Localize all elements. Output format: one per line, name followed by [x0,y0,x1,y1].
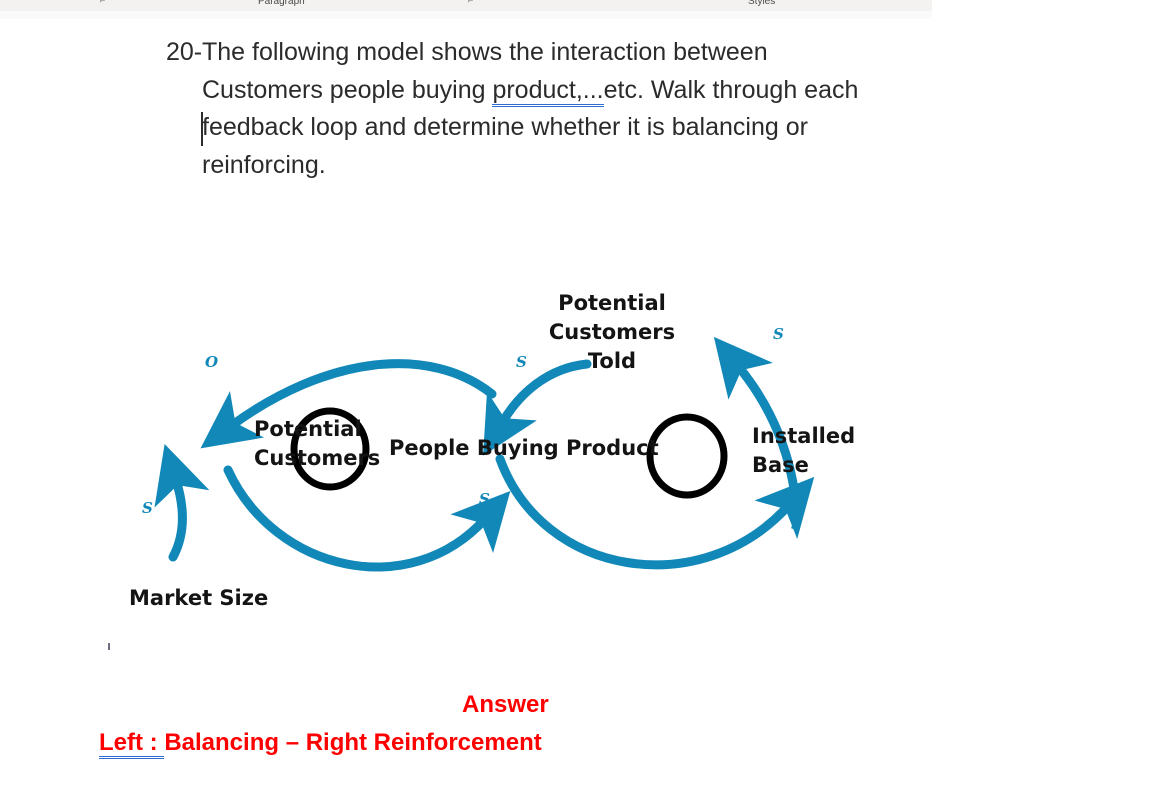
link-potential-customers-to-buying [223,465,511,572]
node-label-market-size: Market Size [129,586,268,610]
answer-verdict-text: Balancing – Right Reinforcement [164,729,542,756]
ribbon-shadow-strip [0,11,932,19]
ribbon-group-label-styles: Styles [748,0,776,7]
node-label-installed-base-line1: Installed [752,424,855,448]
question-line-2: Customers people buying product,...etc. … [202,72,862,110]
polarity-marker-s-potential-to-buying: S [479,490,490,508]
node-label-people-buying-product: People Buying Product [389,436,659,460]
right-loop-circle-marker [646,413,728,499]
node-label-potential-customers-told-line3: Told [588,349,636,373]
styles-dialog-launcher-icon[interactable]: ⌐ [468,0,474,5]
node-label-potential-customers-told-line1: Potential [558,291,666,315]
question-line-1: The following model shows the interactio… [202,38,768,66]
polarity-marker-s-buying-to-told: S [516,353,527,371]
paragraph-dialog-launcher-icon[interactable]: ⌐ [100,0,106,5]
node-label-potential-customers-told-line2: Customers [549,320,675,344]
node-label-potential-customers-line1: Potential [254,417,362,441]
text-insertion-caret [201,112,203,146]
answer-heading: Answer [462,691,549,718]
question-number: 20- [166,38,203,66]
question-line-2-text: Customers people buying [202,75,493,104]
question-line-4: reinforcing. [202,150,326,179]
question-text-body: The following model shows the interactio… [202,34,862,184]
ribbon-group-label-paragraph: Paragraph [258,0,305,7]
node-label-potential-customers-line2: Customers [254,446,380,470]
polarity-marker-s-market-size: S [142,499,153,517]
question-line-3: feedback loop and determine whether it i… [202,113,808,141]
causal-loop-diagram-image[interactable]: Potential Customers Market Size People B… [100,227,860,637]
link-market-size-to-potential-customers [154,443,210,562]
question-line-2-tail: etc. Walk through each [603,75,859,104]
grammar-flagged-product[interactable]: product,... [492,75,604,107]
left-loop-circle-marker [290,407,370,491]
polarity-marker-o-left: O [205,353,218,371]
answer-verdict-line: Left : Balancing – Right Reinforcement [99,729,542,759]
link-buying-to-potential-customers [200,359,497,449]
polarity-marker-s-told-top-right: S [773,325,784,343]
link-told-to-buying [483,359,592,456]
polarity-marker-s-installed-base: S [791,515,802,533]
figure-stray-mark [108,643,110,650]
left-feedback-loop [154,359,511,572]
right-feedback-loop [483,336,815,570]
link-buying-to-installed-base [495,454,815,570]
node-label-installed-base-line2: Base [752,453,809,477]
answer-left-label[interactable]: Left : [99,729,165,759]
document-page[interactable]: 20- The following model shows the intera… [0,19,1152,809]
